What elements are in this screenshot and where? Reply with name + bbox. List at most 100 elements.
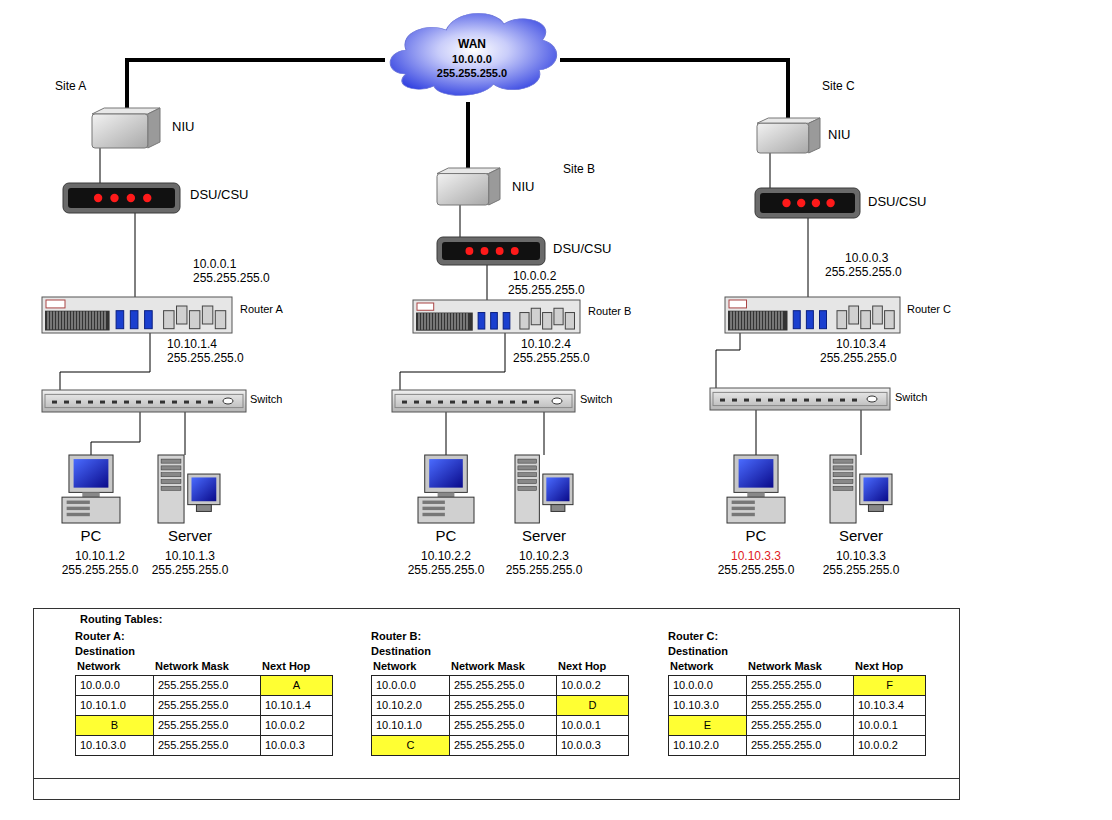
interface-address: 255.255.255.0 [820,352,897,366]
router-slot [531,308,540,325]
switch-port [780,399,785,402]
table-cell: 10.0.0.2 [556,675,629,696]
server-bay [518,459,537,463]
device-label: Switch [580,393,612,406]
switch-body [710,388,890,410]
switch-port [534,401,539,404]
table-cell: 10.0.0.0 [668,675,747,696]
switch-port [852,399,857,402]
network-cable [460,205,461,237]
dsu-led [826,199,834,207]
address-text: 255.255.255.0 [437,67,507,80]
vent-stroke [740,311,741,329]
server-stand [196,505,211,512]
table-header: Destination [668,645,728,658]
interface-address: 255.255.255.0 [825,266,902,280]
dsu-panel [68,188,175,208]
wan-link [466,102,470,168]
niu-front [437,174,489,205]
vent-stroke [452,313,453,330]
switch-port [100,401,105,404]
table-cell: 10.10.1.4 [260,695,333,716]
table-cell: 10.10.1.0 [75,695,154,716]
table-cell: C [371,735,450,756]
device-icon [392,390,575,412]
switch-port [124,401,129,404]
table-cell: 10.10.2.0 [668,735,747,756]
vent-stroke [105,311,106,329]
interface-address: 10.0.0.1 [193,258,236,272]
vent-stroke [75,311,76,329]
niu-device: NIU [757,118,820,153]
table-cell: 10.10.1.0 [371,715,450,736]
pc-computer: PC10.10.3.3255.255.255.0 [727,455,785,523]
address-text: 10.10.3.3 [731,550,781,564]
vent-stroke [48,311,49,329]
router-module [130,311,138,329]
switch-device: Switch [392,390,575,412]
table-cell: 255.255.255.0 [153,735,261,756]
network-cable [185,412,186,455]
table-header: Router B: [371,630,421,643]
device-icon [92,108,160,148]
dsu-led [110,194,118,202]
dsu-led [782,199,790,207]
table-cell: 255.255.255.0 [153,675,261,696]
switch-panel [45,394,243,407]
niu-front [92,114,148,148]
switch-port [486,401,491,404]
switch-port [76,401,81,404]
device-label: PC [746,527,767,544]
switch-light [867,396,877,402]
dsu-body [63,183,180,213]
router-module [793,311,800,329]
router-badge [729,300,747,308]
table-cell: 10.0.0.1 [556,715,629,736]
server-screen [863,477,888,501]
router-module [478,313,485,330]
vent-stroke [782,311,783,329]
vent-stroke [63,311,64,329]
niu-device: NIU [92,108,160,148]
switch-device: Switch [42,390,246,412]
device-label: Switch [895,391,927,404]
router-slot [215,311,225,329]
switch-port [816,399,821,402]
switch-port [148,401,153,404]
vent-stroke [779,311,780,329]
router-slot [543,313,552,330]
router-slot [565,313,574,330]
table-header: Destination [75,645,135,658]
device-label: DSU/CSU [868,195,927,210]
vent-stroke [66,311,67,329]
router-slot [202,306,212,324]
router-slot [873,306,883,324]
table-header: Next Hop [262,660,310,673]
table-cell: 255.255.255.0 [746,695,854,716]
router-device: Router A [42,297,232,333]
vent-stroke [737,311,738,329]
switch-port [720,399,725,402]
table-cell: 255.255.255.0 [746,675,854,696]
niu-side [148,108,160,148]
network-cable [60,333,150,390]
vent-stroke [458,313,459,330]
server-tower [158,455,184,523]
vent-stroke [755,311,756,329]
device-label: Switch [250,393,282,406]
address-text: 10.10.2.2 [421,550,471,564]
vent-stroke [437,313,438,330]
dsu-led [481,247,489,255]
pc-bay [732,501,755,504]
vent-stroke [425,313,426,330]
table-cell: 10.10.3.4 [853,695,926,716]
vent-stroke [93,311,94,329]
dsu-panel [760,193,855,213]
pc-screen [429,459,463,488]
table-header: Network Mask [155,660,229,673]
device-icon [725,297,900,333]
switch-device: Switch [710,388,890,410]
table-cell: 10.0.0.3 [556,735,629,756]
pc-screen [739,459,774,488]
